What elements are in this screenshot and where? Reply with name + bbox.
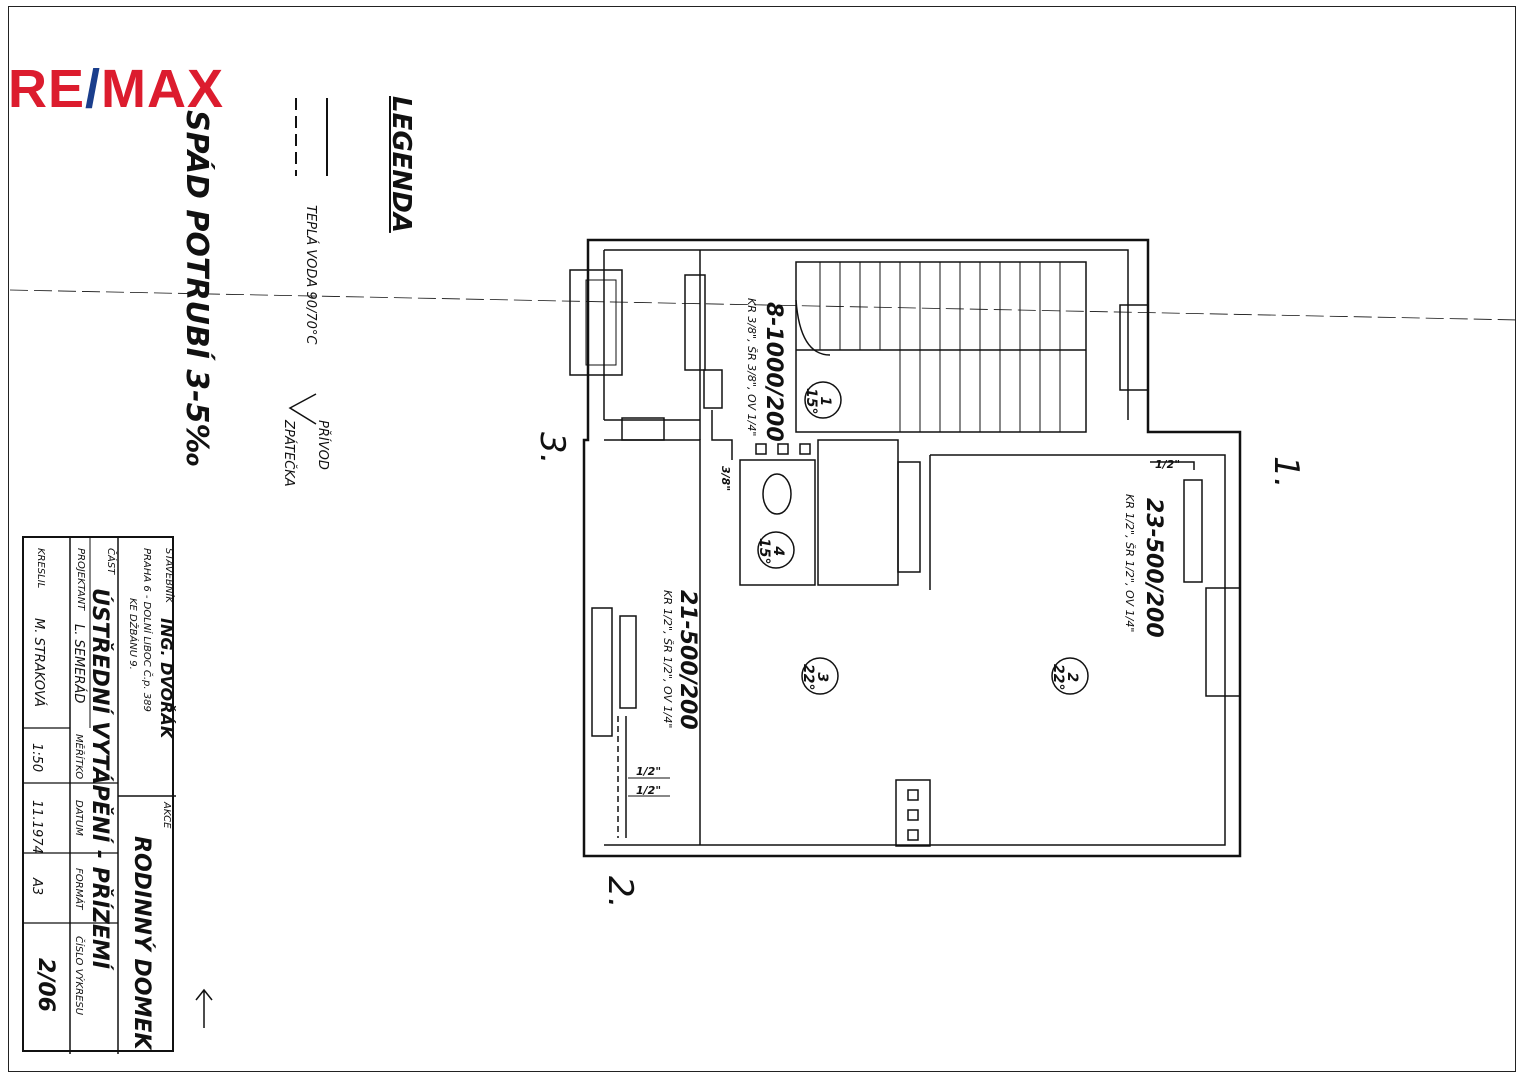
radiator-1-name: 8-1000/200 xyxy=(761,302,786,442)
view-label-2: 2. xyxy=(600,876,640,909)
tb-format: A3 xyxy=(29,878,44,896)
tb-cislo: 2/06 xyxy=(33,958,58,1012)
tb-format-label: FORMÁT xyxy=(73,868,84,910)
tb-address-1: PRAHA 6 - DOLNÍ LIBOC Č.p. 389 xyxy=(141,548,152,712)
pipe-slope-note: SPÁD POTRUBÍ 3-5‰ xyxy=(179,110,214,468)
tb-cast: ÚSTŘEDNÍ VYTÁPĚNÍ - PŘÍZEMÍ xyxy=(87,588,112,969)
radiator-2-spec: KR 1/2", ŠR 1/2", OV 1/4" xyxy=(1123,494,1136,633)
tb-kreslil-label: KRESLIL xyxy=(35,548,46,589)
tb-projektant: L. SEMERÁD xyxy=(71,624,86,704)
pipe-size-c: 1/2" xyxy=(636,784,662,797)
legend-title: LEGENDA xyxy=(386,96,416,233)
tb-akce-label: AKCE xyxy=(161,802,172,829)
radiator-3-name: 21-500/200 xyxy=(675,590,700,730)
tb-cislo-label: ČÍSLO VÝKRESU xyxy=(73,936,84,1016)
tb-projektant-label: PROJEKTANT xyxy=(75,548,86,611)
legend-hot-water: TEPLÁ VODA 90/70°C xyxy=(303,205,318,345)
view-label-3: 3. xyxy=(532,432,572,465)
tb-meritko: 1:50 xyxy=(29,743,44,773)
pipe-size-b: 1/2" xyxy=(636,765,662,778)
tb-stavebnik-label: STAVEBNÍK xyxy=(163,548,174,603)
radiator-3-spec: KR 1/2", ŠR 1/2", OV 1/4" xyxy=(661,590,674,729)
tb-akce: RODINNÝ DOMEK xyxy=(129,836,154,1050)
pipe-size-a: 1/2" xyxy=(1155,458,1181,471)
drawing-sheet xyxy=(8,6,1516,1072)
pipe-size-d: 3/8" xyxy=(719,466,732,492)
legend-return: ZPÁTEČKA xyxy=(281,420,296,487)
radiator-2-name: 23-500/200 xyxy=(1141,498,1166,638)
tb-datum-label: DATUM xyxy=(73,800,84,836)
tb-datum: 11.1974 xyxy=(29,800,44,854)
radiator-1-spec: KR 3/8", ŠR 3/8", OV 1/4" xyxy=(745,298,758,437)
title-block: STAVEBNÍK ING. DVOŘÁK PRAHA 6 - DOLNÍ LI… xyxy=(22,536,176,1054)
remax-logo: RE/MAX xyxy=(8,59,225,119)
tb-stavebnik-name: ING. DVOŘÁK xyxy=(157,618,176,739)
tb-meritko-label: MĚŘÍTKO xyxy=(73,734,84,780)
legend-supply: PŘÍVOD xyxy=(315,420,330,470)
tb-address-2: KE DŽBÁNU 9. xyxy=(127,598,138,670)
tb-cast-label: ČÁST xyxy=(105,548,116,575)
tb-kreslil: M. STRAKOVÁ xyxy=(31,618,46,707)
view-label-1: 1. xyxy=(1266,456,1306,489)
title-block-grid xyxy=(24,538,176,1054)
